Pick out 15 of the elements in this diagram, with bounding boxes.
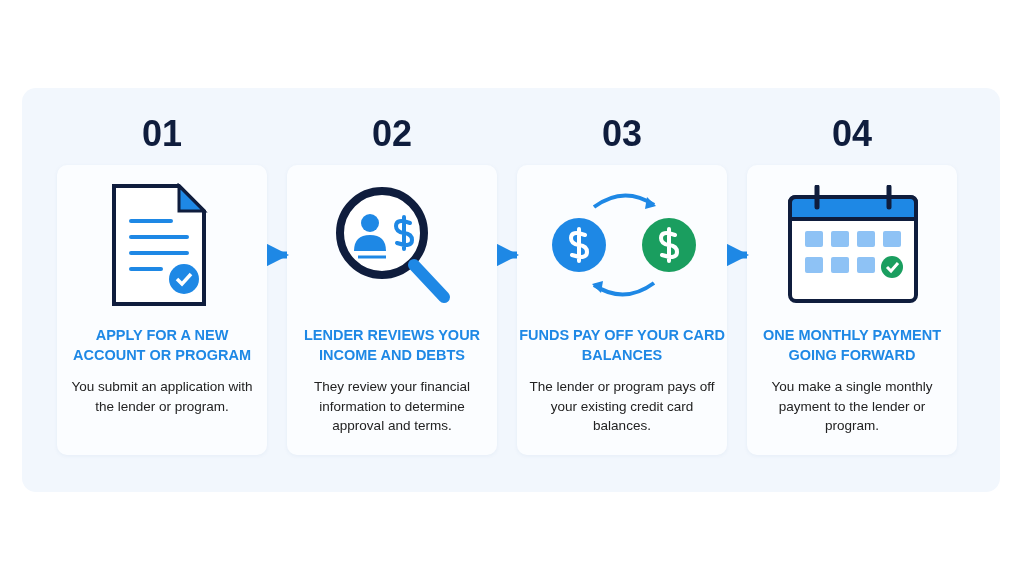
step-heading: FUNDS PAY OFF YOUR CARD BALANCES <box>519 326 725 365</box>
step-number: 02 <box>371 113 412 155</box>
step-heading: APPLY FOR A NEW ACCOUNT OR PROGRAM <box>72 326 252 365</box>
step-number: 04 <box>831 113 872 155</box>
step-description: You make a single monthly payment to the lender or program. <box>770 378 934 435</box>
step-heading: LENDER REVIEWS YOUR INCOME AND DEBTS <box>302 326 482 365</box>
step-description: The lender or program pays off your existing credit card balances. <box>528 378 716 435</box>
step-description: You submit an application with the lender or program. <box>70 378 254 416</box>
step-number: 03 <box>601 113 642 155</box>
arrow <box>496 243 520 267</box>
step-number: 01 <box>141 113 182 155</box>
step-description: They review your financial information to determine approval and terms. <box>312 378 472 435</box>
arrow <box>266 243 290 267</box>
step-heading: ONE MONTHLY PAYMENT GOING FORWARD <box>761 326 943 365</box>
arrow <box>726 243 750 267</box>
